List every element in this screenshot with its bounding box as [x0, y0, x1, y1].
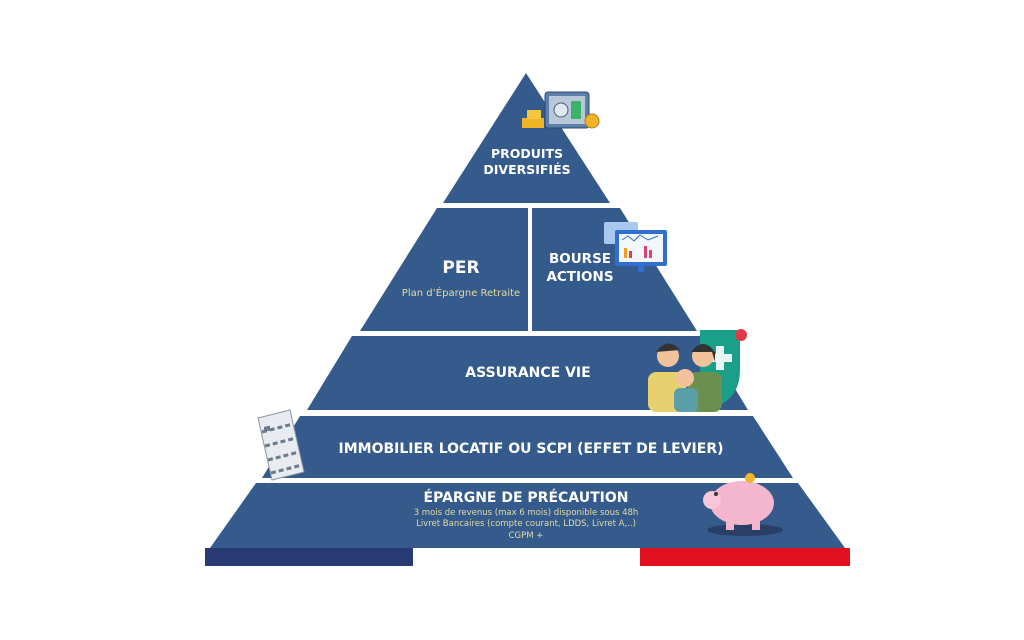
tier-1-title-line2: DIVERSIFIÉS: [483, 162, 571, 178]
tier-assurance-vie: [307, 336, 748, 410]
tier-epargne-precaution: [210, 483, 845, 548]
safe-gold-icon: [522, 91, 600, 129]
epargne-title: ÉPARGNE DE PRÉCAUTION: [423, 490, 629, 506]
assurance-vie-title: ASSURANCE VIE: [465, 365, 591, 381]
bourse-title-line1: BOURSE: [548, 251, 612, 267]
tier-1-title-line1: PRODUITS: [490, 146, 564, 161]
tier-bourse-actions: [532, 208, 697, 331]
tier-per: [360, 208, 528, 331]
tier-1-title: PRODUITS DIVERSIFIÉS: [483, 146, 570, 179]
per-title: PER: [442, 258, 480, 278]
tier-produits-diversifies: [443, 73, 610, 203]
stock-chart-monitor-icon: [604, 222, 667, 272]
epargne-details: 3 mois de revenus (max 6 mois) disponibl…: [414, 508, 639, 542]
per-subtitle: Plan d’Épargne Retraite: [401, 288, 521, 299]
bourse-title-line2: ACTIONS: [546, 268, 614, 285]
french-flag-bar: [205, 548, 850, 566]
epargne-line-3: CGPM +: [508, 530, 544, 541]
piggy-bank-icon: [703, 473, 783, 536]
tier-immobilier: [262, 416, 793, 478]
epargne-line-1: 3 mois de revenus (max 6 mois) disponibl…: [413, 508, 639, 518]
family-shield-icon: [648, 329, 747, 412]
bourse-title: BOURSE ACTIONS: [546, 251, 613, 286]
building-icon: [257, 409, 305, 481]
epargne-line-2: Livret Bancaires (compte courant, LDDS, …: [416, 519, 636, 530]
immobilier-title: IMMOBILIER LOCATIF OU SCPI (EFFET DE LEV…: [338, 441, 724, 457]
